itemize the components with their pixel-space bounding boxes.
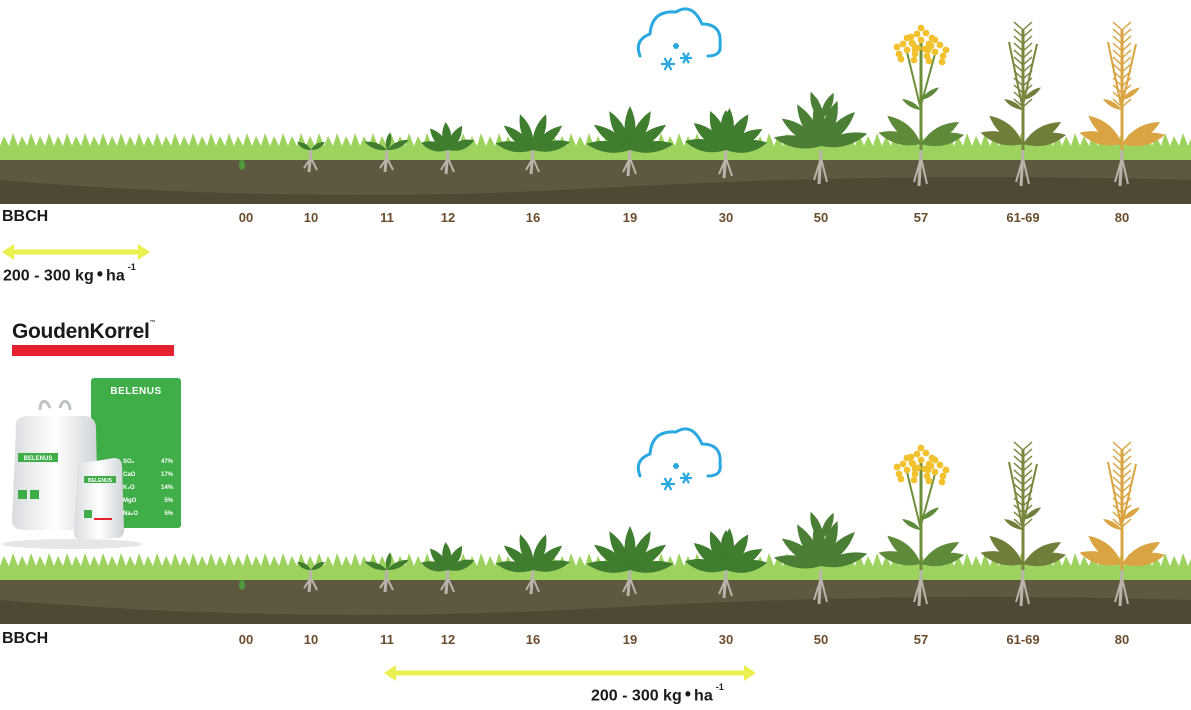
plant-stage-11 (364, 552, 409, 593)
plant-stage-16 (495, 114, 571, 175)
plant-stage-19 (586, 526, 674, 597)
plant-stage-80 (1079, 21, 1166, 187)
stage-code: 61-69 (1006, 632, 1040, 647)
plant-stage-57 (878, 444, 965, 607)
stage-code: 61-69 (1006, 210, 1040, 225)
bbch-label: BBCH (2, 630, 49, 647)
application-rate-label-1: 200 - 300 kg•ha-1 (3, 262, 136, 285)
svg-text:BELENUS: BELENUS (24, 456, 53, 462)
bbch-scale-row-2: BBCH 00 10 11 12 16 19 30 50 57 61-69 80 (0, 630, 1191, 650)
plant-stage-00 (239, 580, 245, 590)
plant-stage-11 (364, 132, 409, 173)
application-rate-label-2: 200 - 300 kg•ha-1 (591, 682, 724, 705)
stage-code: 50 (813, 632, 829, 647)
stage-code: 19 (622, 210, 638, 225)
stage-code: 11 (380, 632, 394, 647)
svg-text:BELENUS: BELENUS (88, 478, 113, 484)
bbch-label: BBCH (2, 208, 49, 225)
plant-stage-19 (586, 106, 674, 177)
stage-code: 30 (718, 632, 734, 647)
plant-stage-10 (297, 141, 325, 173)
brand-logo: GoudenKorrel™ (12, 320, 182, 356)
plant-stage-61-69 (980, 21, 1067, 187)
plant-stage-12 (420, 122, 475, 175)
plant-stage-10 (297, 561, 325, 593)
plant-stage-50 (773, 91, 868, 185)
stage-code: 80 (1114, 632, 1130, 647)
stage-code: 16 (525, 210, 541, 225)
snow-cloud-icon (636, 7, 722, 71)
crop-growth-illustration (0, 7, 1191, 204)
stage-code: 57 (913, 210, 929, 225)
fertilizer-bag-icon: BELENUS BELENUS (2, 400, 142, 549)
stage-code: 12 (440, 210, 456, 225)
brand-trademark: ™ (149, 320, 156, 326)
crop-stage-strip-1 (0, 0, 1191, 210)
plant-stage-16 (495, 534, 571, 595)
stage-code: 00 (238, 210, 254, 225)
stage-code: 16 (525, 632, 541, 647)
stage-code: 12 (440, 632, 456, 647)
product-title: BELENUS (110, 386, 162, 397)
plant-stage-30 (684, 528, 768, 599)
soil-layer (0, 176, 1191, 204)
plant-stage-12 (420, 542, 475, 595)
application-window-arrow-2 (384, 665, 756, 681)
stage-code: 11 (380, 210, 394, 225)
plant-stage-30 (684, 108, 768, 179)
brand-bar (12, 345, 174, 356)
brand-name: GoudenKorrel (12, 320, 150, 343)
stage-code: 19 (622, 632, 638, 647)
application-window-arrow-1 (2, 244, 150, 260)
crop-growth-illustration (0, 427, 1191, 624)
stage-code: 10 (303, 632, 319, 647)
bbch-scale-row-1: BBCH 00 10 11 12 16 19 30 50 57 61-69 80 (0, 208, 1191, 228)
plant-stage-00 (239, 160, 245, 170)
stage-code: 30 (718, 210, 734, 225)
stage-code: 10 (303, 210, 319, 225)
plant-stage-61-69 (980, 441, 1067, 607)
soil-layer (0, 596, 1191, 624)
stage-code: 00 (238, 632, 254, 647)
stage-code: 80 (1114, 210, 1130, 225)
snow-cloud-icon (636, 427, 722, 491)
plant-stage-50 (773, 511, 868, 605)
plant-stage-80 (1079, 441, 1166, 607)
crop-stage-strip-2 (0, 420, 1191, 630)
stage-code: 50 (813, 210, 829, 225)
plant-stage-57 (878, 24, 965, 187)
stage-code: 57 (913, 632, 929, 647)
